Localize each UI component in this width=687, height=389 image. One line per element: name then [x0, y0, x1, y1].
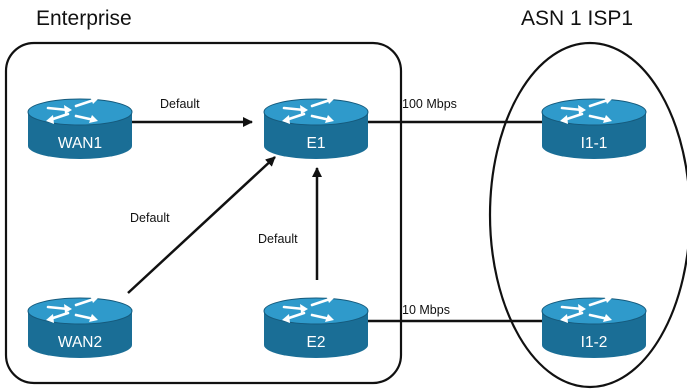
router-wan1[interactable]: WAN1 [27, 96, 133, 159]
isp-boundary [488, 41, 687, 389]
link-label-e2-e1: Default [258, 232, 298, 246]
enterprise-boundary [4, 41, 403, 385]
router-label: WAN1 [58, 135, 102, 152]
router-label: E1 [307, 135, 326, 152]
router-icon [541, 295, 647, 358]
router-e2[interactable]: E2 [263, 295, 369, 358]
link-label-e1-i1-1: 100 Mbps [402, 97, 457, 111]
router-icon [263, 295, 369, 358]
router-i1-1[interactable]: I1-1 [541, 96, 647, 159]
isp-label: ASN 1 ISP1 [521, 7, 633, 30]
link-wan2-e1 [127, 156, 276, 294]
router-i1-2[interactable]: I1-2 [541, 295, 647, 358]
link-label-wan1-e1: Default [160, 97, 200, 111]
router-label: E2 [307, 334, 326, 351]
router-label: I1-2 [581, 334, 608, 351]
link-label-e2-i1-2: 10 Mbps [402, 303, 450, 317]
link-label-wan2-e1: Default [130, 211, 170, 225]
router-label: I1-1 [581, 135, 608, 152]
router-icon [541, 96, 647, 159]
router-wan2[interactable]: WAN2 [27, 295, 133, 358]
enterprise-label: Enterprise [36, 7, 132, 30]
router-label: WAN2 [58, 334, 102, 351]
router-icon [263, 96, 369, 159]
router-e1[interactable]: E1 [263, 96, 369, 159]
router-icon [27, 96, 133, 159]
router-icon [27, 295, 133, 358]
